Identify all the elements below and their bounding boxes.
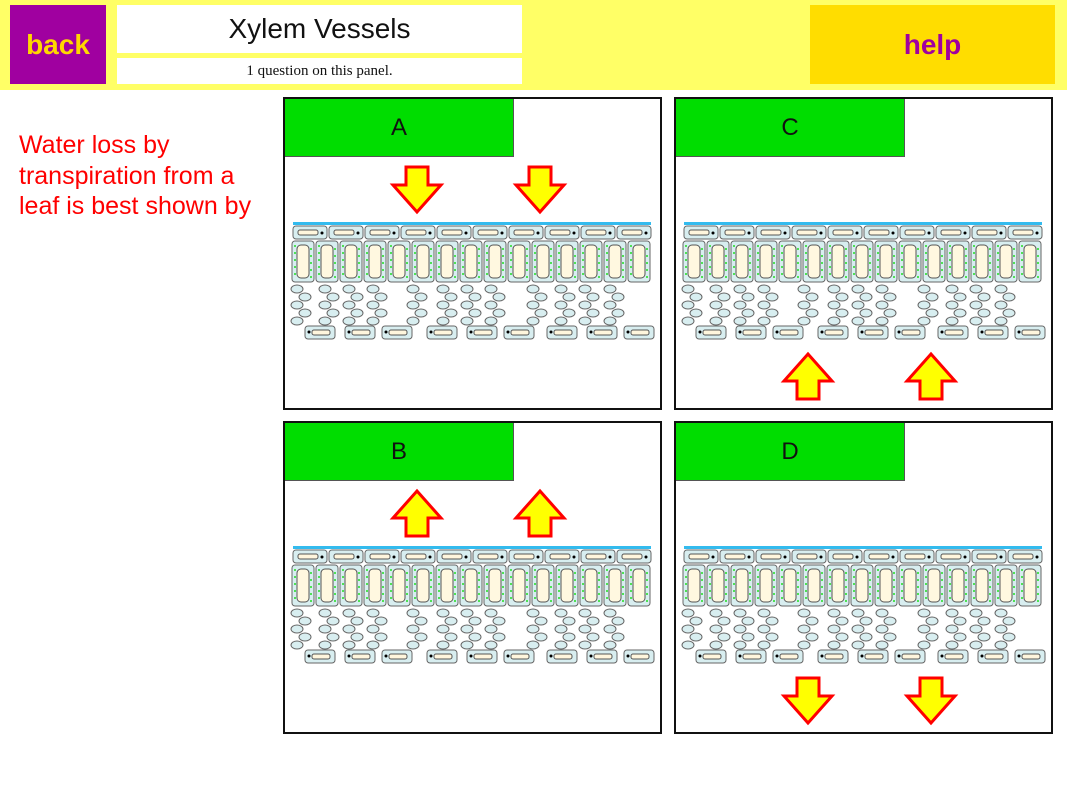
- leaf-diagram: [290, 222, 655, 340]
- option-label: A: [285, 99, 514, 157]
- arrow-down-icon: [512, 165, 568, 215]
- back-button[interactable]: back: [10, 5, 106, 84]
- arrow-down-icon: [780, 676, 836, 726]
- option-b[interactable]: B: [283, 421, 662, 734]
- option-c[interactable]: C: [674, 97, 1053, 410]
- option-label: C: [676, 99, 905, 157]
- help-button[interactable]: help: [810, 5, 1055, 84]
- arrow-up-icon: [903, 351, 959, 401]
- question-count: 1 question on this panel.: [117, 58, 522, 84]
- question-text: Water loss by transpiration from a leaf …: [19, 131, 252, 220]
- arrow-up-icon: [780, 351, 836, 401]
- arrow-up-icon: [512, 488, 568, 538]
- leaf-diagram: [681, 546, 1046, 664]
- arrow-up-icon: [389, 488, 445, 538]
- page-title: Xylem Vessels: [117, 5, 522, 53]
- leaf-diagram: [681, 222, 1046, 340]
- leaf-diagram: [290, 546, 655, 664]
- option-label: D: [676, 423, 905, 481]
- option-a[interactable]: A: [283, 97, 662, 410]
- option-label: B: [285, 423, 514, 481]
- arrow-down-icon: [903, 676, 959, 726]
- arrow-down-icon: [389, 165, 445, 215]
- option-d[interactable]: D: [674, 421, 1053, 734]
